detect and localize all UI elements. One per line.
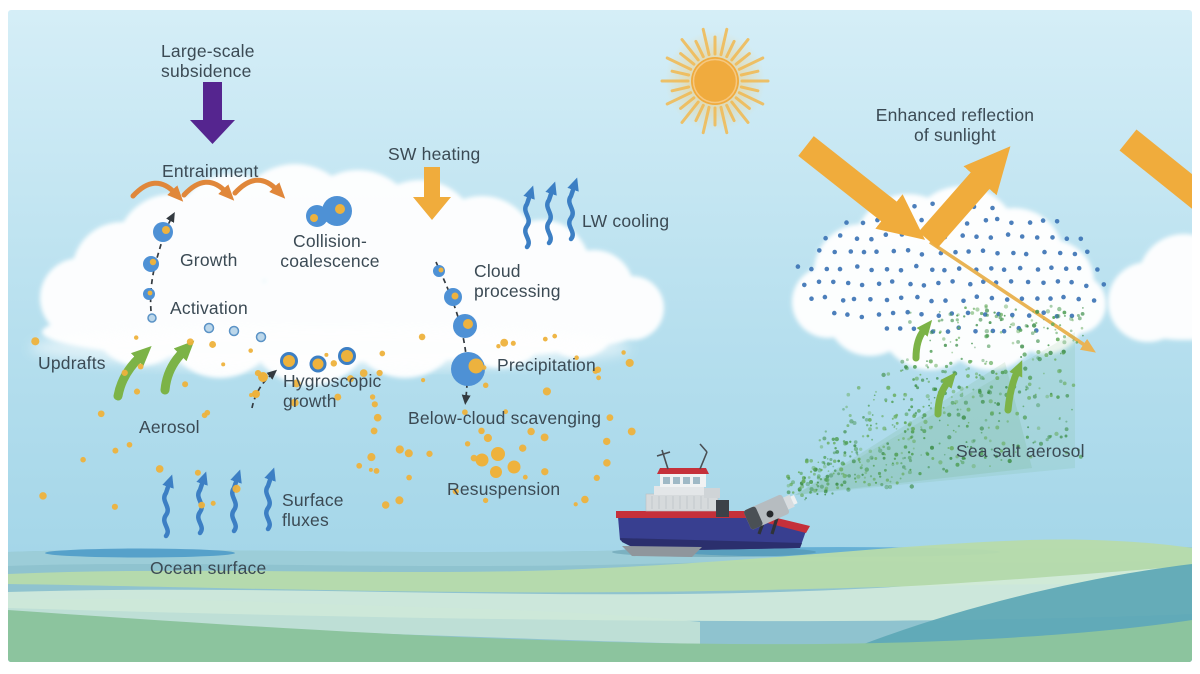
ship-exhaust bbox=[716, 500, 729, 517]
label-large-scale-2: subsidence bbox=[161, 61, 252, 81]
hygroscopic-dashed-path bbox=[251, 369, 278, 409]
sun-rim bbox=[692, 58, 738, 104]
label-sw-heating: SW heating bbox=[388, 144, 480, 164]
transmitted-ray bbox=[929, 240, 1096, 353]
activation-droplets bbox=[203, 322, 267, 343]
collision-coalescence-droplets bbox=[306, 196, 352, 227]
sw-heating-arrow bbox=[413, 167, 451, 220]
ocean bbox=[8, 539, 1192, 662]
sun-disc bbox=[691, 57, 739, 105]
label-activation: Activation bbox=[170, 298, 248, 318]
label-enhanced-2: of sunlight bbox=[914, 125, 996, 145]
reflected-beam bbox=[918, 146, 1011, 249]
label-surface-fluxes-2: fluxes bbox=[282, 510, 329, 530]
label-below-cloud: Below-cloud scavenging bbox=[408, 408, 601, 428]
ship-masts bbox=[656, 443, 708, 470]
subsidence-arrow bbox=[190, 82, 235, 144]
surface-flux-arrows bbox=[162, 467, 276, 539]
spray-ship bbox=[612, 443, 816, 557]
labels: Large-scale subsidence Entrainment Growt… bbox=[38, 41, 1085, 578]
label-collision-1: Collision- bbox=[293, 231, 367, 251]
hygroscopic-droplets bbox=[252, 347, 356, 398]
label-hygroscopic-1: Hygroscopic bbox=[283, 371, 382, 391]
ship-windows bbox=[663, 477, 700, 484]
label-resuspension: Resuspension bbox=[447, 479, 560, 499]
sunlight-beams bbox=[798, 129, 1192, 353]
resuspension-particles bbox=[475, 447, 521, 478]
label-large-scale-1: Large-scale bbox=[161, 41, 255, 61]
label-growth: Growth bbox=[180, 250, 238, 270]
label-enhanced-1: Enhanced reflection bbox=[876, 105, 1035, 125]
wave-green-bottom bbox=[8, 610, 1192, 662]
aerosol-particles bbox=[31, 333, 636, 510]
label-cloud-processing-1: Cloud bbox=[474, 261, 521, 281]
wave-sage bbox=[8, 539, 1192, 593]
sea-salt-arrows bbox=[912, 319, 1023, 418]
cloud-far-right bbox=[1108, 234, 1192, 342]
ship-skeg bbox=[622, 546, 702, 557]
sun-rays bbox=[660, 27, 770, 135]
ship-bridge-roof bbox=[657, 468, 709, 474]
label-precipitation: Precipitation bbox=[497, 355, 596, 375]
plume-speckles bbox=[786, 304, 1085, 501]
label-sea-salt: Sea salt aerosol bbox=[956, 441, 1085, 461]
lw-cooling-arrows bbox=[523, 177, 579, 250]
ship-upper-deck bbox=[654, 486, 704, 495]
ship-aft-block bbox=[704, 488, 720, 498]
wave-pale-left bbox=[8, 598, 700, 644]
label-cloud-processing-2: processing bbox=[474, 281, 561, 301]
label-updrafts: Updrafts bbox=[38, 353, 106, 373]
ship-louvers bbox=[651, 496, 709, 509]
label-lw-cooling: LW cooling bbox=[582, 211, 669, 231]
label-aerosol: Aerosol bbox=[139, 417, 200, 437]
sun-icon bbox=[660, 27, 770, 135]
cloud-processing-droplets bbox=[433, 265, 477, 338]
precipitation-droplet bbox=[451, 352, 485, 386]
label-hygroscopic-2: growth bbox=[283, 391, 337, 411]
growth-droplets bbox=[143, 222, 173, 323]
spray-cannon bbox=[744, 494, 798, 535]
entrainment-arrows bbox=[130, 177, 286, 202]
label-entrainment: Entrainment bbox=[162, 161, 259, 181]
corner-beam bbox=[1119, 129, 1192, 229]
label-ocean-surface: Ocean surface bbox=[150, 558, 266, 578]
label-surface-fluxes-1: Surface bbox=[282, 490, 344, 510]
incoming-beam bbox=[798, 136, 926, 240]
sea-blue-streak-left bbox=[45, 548, 235, 558]
label-collision-2: coalescence bbox=[280, 251, 379, 271]
